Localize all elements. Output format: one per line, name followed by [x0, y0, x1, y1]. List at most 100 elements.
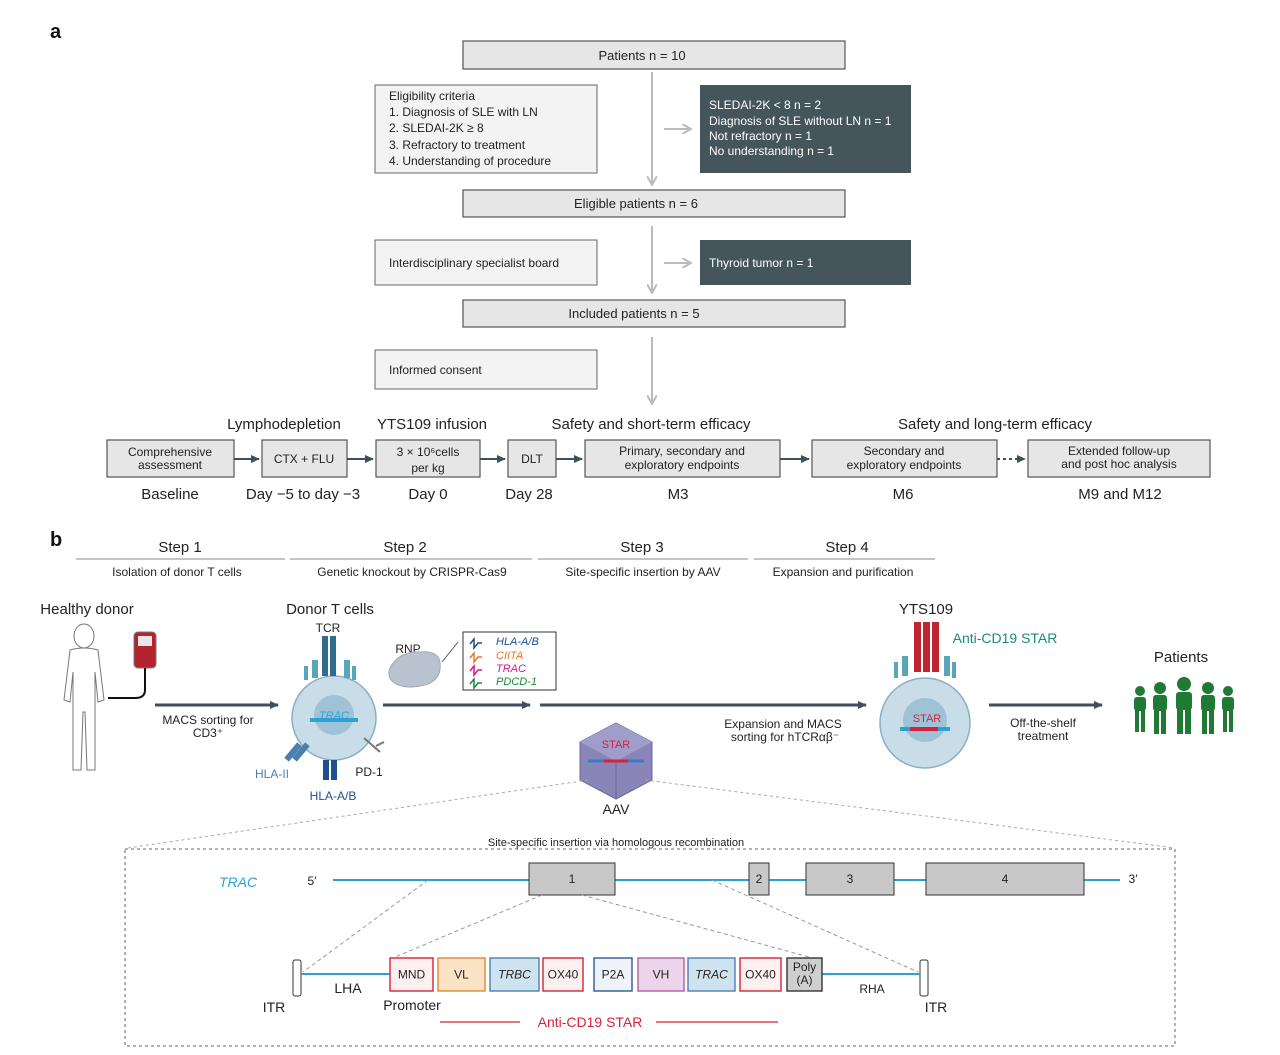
- cassette-segment: OX40: [542, 957, 584, 992]
- cassette-segment: VL: [437, 957, 486, 992]
- svg-text:TRAC: TRAC: [695, 968, 728, 982]
- timeline-box: [375, 439, 481, 478]
- timeline-box: [811, 439, 998, 478]
- timeline-box-text: assessment: [138, 458, 203, 472]
- eligible-text: Eligible patients n = 6: [574, 196, 698, 211]
- itr-right: [919, 959, 929, 997]
- macs-sorting-text: CD3⁺: [193, 726, 223, 740]
- svg-text:TRBC: TRBC: [498, 968, 531, 982]
- trac-in-cell-label: TRAC: [319, 710, 349, 722]
- patients-group-icon: [1134, 677, 1234, 734]
- svg-text:HLA-A/B: HLA-A/B: [496, 636, 539, 648]
- timeline-box-text: CTX + FLU: [274, 452, 334, 466]
- step-title: Step 4: [825, 539, 868, 556]
- exclusion-item: Not refractory n = 1: [709, 129, 812, 143]
- timeline-header: YTS109 infusion: [377, 416, 487, 433]
- eligibility-item: 4. Understanding of procedure: [389, 154, 551, 168]
- t-cell-icon: [284, 636, 385, 780]
- five-prime-label: 5′: [308, 874, 318, 888]
- rha-label: RHA: [859, 982, 884, 996]
- aav-label: AAV: [603, 801, 631, 817]
- rnp-targets-box: [462, 631, 557, 691]
- step-desc: Site-specific insertion by AAV: [565, 565, 720, 579]
- timeline-time: M9 and M12: [1078, 486, 1161, 503]
- off-shelf-text: treatment: [1018, 729, 1069, 743]
- timeline-box-text: Secondary and: [864, 444, 945, 458]
- svg-text:MND: MND: [398, 968, 426, 982]
- exon-box: [925, 862, 1085, 896]
- exon-box: [748, 862, 770, 896]
- timeline-time: Day 0: [408, 486, 447, 503]
- panel-b-label: b: [50, 529, 62, 551]
- exon-box: [528, 862, 616, 896]
- timeline-box-text: and post hoc analysis: [1061, 457, 1176, 471]
- blood-bag-icon: [108, 631, 157, 699]
- exon-box: [805, 862, 895, 896]
- svg-text:TRAC: TRAC: [496, 663, 526, 675]
- recomb-line: [387, 894, 543, 961]
- exclusion-box-2: [700, 240, 911, 285]
- timeline-box: [106, 439, 235, 478]
- healthy-donor-label: Healthy donor: [40, 601, 133, 618]
- cassette-segment: Poly(A): [786, 957, 823, 992]
- timeline-box-text: Extended follow-up: [1068, 444, 1170, 458]
- included-box: [462, 299, 846, 328]
- timeline-header: Lymphodepletion: [227, 416, 341, 433]
- timeline-time: Day −5 to day −3: [246, 486, 360, 503]
- off-shelf-text: Off-the-shelf: [1010, 716, 1076, 730]
- step-title: Step 3: [620, 539, 663, 556]
- recomb-line: [302, 879, 429, 973]
- svg-text:OX40: OX40: [548, 968, 579, 982]
- rnp-target-item: PDCD-1: [469, 676, 537, 691]
- svg-text:(A): (A): [797, 973, 813, 987]
- donor-t-cells-label: Donor T cells: [286, 601, 374, 618]
- step-desc: Genetic knockout by CRISPR-Cas9: [317, 565, 507, 579]
- patients-label: Patients: [1154, 649, 1208, 666]
- yts109-label: YTS109: [899, 601, 953, 618]
- cassette-segment: P2A: [593, 957, 633, 992]
- cassette-segment: TRAC: [687, 957, 736, 992]
- timeline-time: Baseline: [141, 486, 199, 503]
- pd1-label: PD-1: [355, 765, 383, 779]
- timeline-box-text: exploratory endpoints: [847, 458, 962, 472]
- timeline-time: Day 28: [505, 486, 553, 503]
- expansion-text: sorting for hTCRαβ⁻: [731, 730, 839, 744]
- aav-star-label: STAR: [602, 739, 631, 751]
- step-title: Step 2: [383, 539, 426, 556]
- anti-cd19-star-label: Anti-CD19 STAR: [953, 630, 1058, 646]
- recomb-line: [581, 894, 821, 961]
- step-desc: Isolation of donor T cells: [112, 565, 242, 579]
- cassette-segment: MND: [389, 957, 434, 992]
- inset-box: [124, 848, 1176, 1047]
- lha-label: LHA: [334, 980, 362, 996]
- svg-text:PDCD-1: PDCD-1: [496, 676, 537, 688]
- eligibility-box: [374, 84, 598, 174]
- tcr-label: TCR: [316, 621, 341, 635]
- included-text: Included patients n = 5: [568, 306, 699, 321]
- three-prime-label: 3′: [1129, 872, 1139, 886]
- rnp-complex-icon: [388, 651, 441, 688]
- timeline-box: [584, 439, 781, 478]
- rnp-target-item: TRAC: [469, 663, 526, 678]
- cassette-segment: TRBC: [489, 957, 540, 992]
- zoom-line: [644, 779, 1176, 849]
- patients-text: Patients n = 10: [598, 48, 685, 63]
- exclusion-2-text: Thyroid tumor n = 1: [709, 256, 814, 270]
- svg-text:P2A: P2A: [602, 968, 625, 982]
- yts109-cell-icon: [879, 622, 971, 769]
- cassette-segment: VH: [637, 957, 685, 992]
- exon-label: 2: [756, 872, 763, 886]
- timeline-header: Safety and long-term efficacy: [898, 416, 1092, 433]
- cassette-segment: OX40: [739, 957, 782, 992]
- promoter-label: Promoter: [383, 997, 441, 1013]
- eligibility-title: Eligibility criteria: [389, 89, 475, 103]
- itr-label: ITR: [925, 999, 948, 1015]
- board-text: Interdisciplinary specialist board: [389, 256, 559, 270]
- svg-text:VH: VH: [653, 968, 670, 982]
- rnp-target-item: HLA-A/B: [469, 636, 539, 651]
- human-figure-icon: [63, 623, 105, 771]
- macs-sorting-text: MACS sorting for: [162, 713, 253, 727]
- eligibility-item: 1. Diagnosis of SLE with LN: [389, 105, 538, 119]
- itr-left: [292, 959, 302, 997]
